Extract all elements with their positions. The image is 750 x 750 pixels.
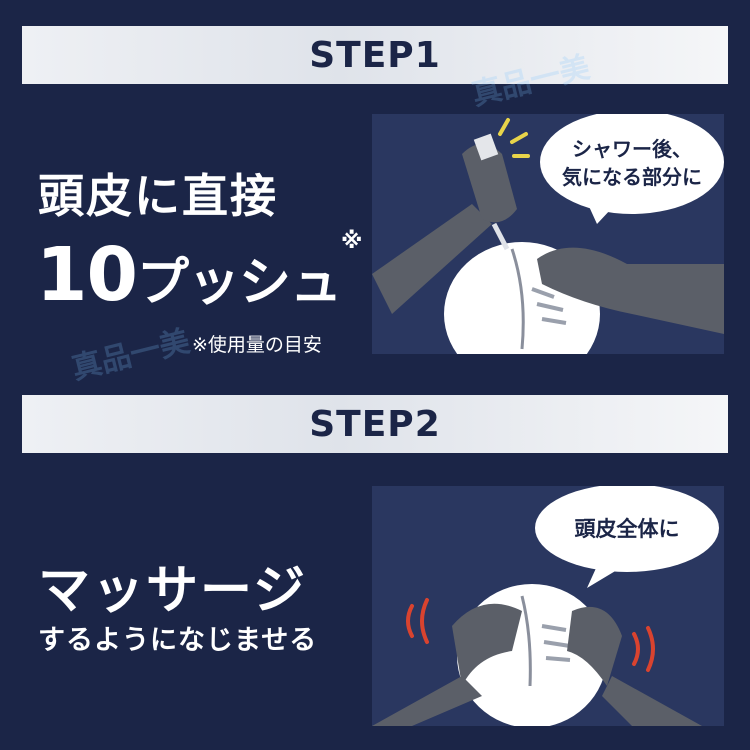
bubble-line1: シャワー後、 [572, 137, 692, 161]
step1-headline-line2: 10プッシュ※ [36, 228, 362, 318]
hand-with-bottle [462, 144, 517, 223]
bubble-line2: 気になる部分に [562, 165, 702, 189]
step2-illustration: 頭皮全体に [372, 486, 724, 726]
step2-headline-line2: するようになじませる [38, 625, 318, 656]
hand-on-head [537, 247, 724, 334]
hand-left [452, 603, 522, 686]
step1-label: STEP1 [309, 34, 441, 76]
arm-left [372, 204, 492, 314]
arm-left [372, 676, 482, 726]
step1-illustration: シャワー後、 気になる部分に [372, 114, 724, 354]
step1-note-mark: ※ [341, 228, 362, 254]
step2-label: STEP2 [309, 403, 441, 445]
step2-header-bar: STEP2 [22, 395, 728, 453]
step1-push-word: プッシュ [136, 253, 342, 313]
step1-header-bar: STEP1 [22, 26, 728, 84]
sparkle-icon [498, 118, 530, 158]
motion-lines-left-icon [406, 598, 429, 644]
bottle-icon [473, 133, 499, 161]
arm-right [602, 676, 702, 726]
speech-bubble [535, 486, 719, 572]
step1-headline-line1: 頭皮に直接 [38, 169, 278, 223]
step1-usage-note: ※使用量の目安 [192, 334, 322, 356]
step1-push-count: 10 [36, 232, 138, 318]
bubble-text: 頭皮全体に [575, 517, 680, 541]
speech-bubble [540, 114, 724, 214]
motion-lines-right-icon [632, 626, 655, 672]
step2-massage-drawing: 頭皮全体に [372, 486, 719, 726]
step2-headline-line1: マッサージ [38, 561, 307, 621]
step1-scalp-push-drawing: シャワー後、 気になる部分に [372, 114, 724, 354]
hand-right [567, 606, 622, 686]
watermark-2: 真品一美 [66, 316, 193, 388]
watermark-text-2: 真品一美 [68, 323, 194, 387]
